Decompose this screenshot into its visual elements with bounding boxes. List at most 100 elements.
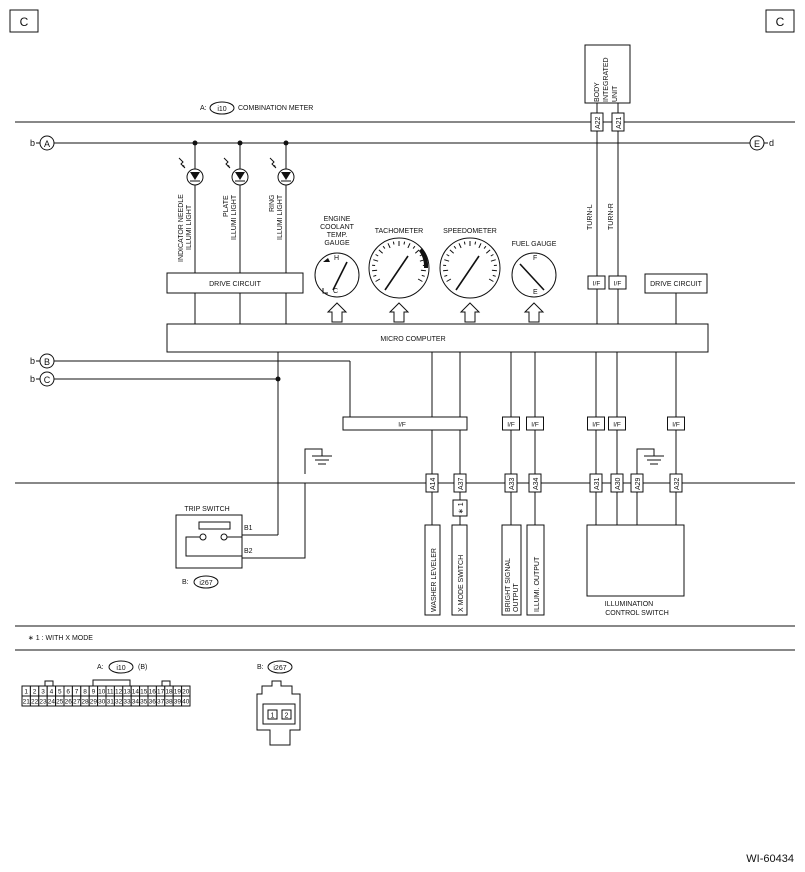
- light-label-ring: RING ILLUMI LIGHT: [269, 194, 284, 240]
- if-a30: I/F: [608, 352, 626, 474]
- figure-id: WI-60434: [746, 853, 794, 865]
- led-plate: [223, 143, 249, 273]
- svg-text:33: 33: [123, 699, 131, 706]
- pin-a-37: 37: [155, 695, 166, 707]
- if-a32: I/F: [667, 352, 685, 474]
- svg-text:TRIP SWITCH: TRIP SWITCH: [184, 506, 229, 513]
- svg-text:A30: A30: [615, 477, 622, 490]
- micro-computer: MICRO COMPUTER: [166, 323, 709, 353]
- svg-text:34: 34: [132, 699, 140, 706]
- pin-a30: A30: [610, 473, 624, 493]
- svg-text:b: b: [30, 374, 35, 384]
- pin-a-7: 7: [71, 685, 82, 697]
- fuel-gauge: FUEL GAUGE F E: [511, 241, 557, 298]
- svg-text:38: 38: [165, 699, 173, 706]
- pin-a-3: 3: [38, 685, 48, 697]
- svg-text:CONTROL SWITCH: CONTROL SWITCH: [605, 610, 669, 617]
- terminal-b-c: b C: [30, 371, 55, 387]
- pin-a-27: 27: [71, 695, 82, 707]
- speedometer: SPEEDOMETER: [439, 228, 501, 299]
- drive-circuit-right: DRIVE CIRCUIT: [644, 273, 708, 294]
- svg-text:I/F: I/F: [592, 422, 600, 429]
- svg-text:INTEGRATED: INTEGRATED: [603, 57, 610, 102]
- svg-text:A33: A33: [509, 477, 516, 490]
- svg-text:TEMP.: TEMP.: [327, 232, 348, 239]
- svg-text:24: 24: [48, 699, 56, 706]
- svg-text:I/F: I/F: [507, 422, 515, 429]
- svg-text:TURN-L: TURN-L: [587, 204, 594, 230]
- svg-text:C: C: [44, 375, 51, 385]
- illumination-control-switch: ILLUMINATION CONTROL SWITCH: [586, 524, 685, 617]
- svg-text:5: 5: [58, 689, 62, 696]
- svg-text:I/F: I/F: [614, 281, 622, 288]
- svg-text:30: 30: [98, 699, 106, 706]
- svg-text:12: 12: [115, 689, 123, 696]
- pin-a-30: 30: [97, 695, 107, 707]
- pin-a-36: 36: [147, 695, 157, 707]
- svg-text:I/F: I/F: [531, 422, 539, 429]
- pin-a31: A31: [589, 473, 603, 493]
- pin-a-29: 29: [88, 695, 99, 707]
- pin-a14: A14: [425, 473, 439, 493]
- svg-text:20: 20: [182, 689, 190, 696]
- svg-text:b: b: [30, 356, 35, 366]
- svg-text:BRIGHT SIGNAL: BRIGHT SIGNAL: [505, 558, 512, 612]
- pin-a-38: 38: [164, 695, 174, 707]
- svg-text:A37: A37: [458, 477, 465, 490]
- svg-text:ILLUMI LIGHT: ILLUMI LIGHT: [186, 204, 193, 250]
- pin-a-32: 32: [113, 695, 124, 707]
- svg-text:SPEEDOMETER: SPEEDOMETER: [443, 228, 497, 235]
- svg-text:36: 36: [149, 699, 157, 706]
- svg-text:INDICATOR NEEDLE: INDICATOR NEEDLE: [178, 194, 185, 262]
- svg-text:27: 27: [73, 699, 81, 706]
- pin-a29: A29: [630, 473, 644, 493]
- svg-text:1: 1: [271, 713, 275, 720]
- footnote-x-mode: ∗ 1 : WITH X MODE: [28, 635, 93, 642]
- pin-a-31: 31: [105, 695, 115, 707]
- washer-leveler-output: WASHER LEVELER: [424, 524, 441, 616]
- led-indicator-needle: [178, 143, 204, 273]
- drive-circuit-left: DRIVE CIRCUIT: [166, 272, 304, 294]
- svg-text:19: 19: [174, 689, 182, 696]
- pin-a32: A32: [669, 473, 683, 493]
- pin-a-26: 26: [63, 695, 73, 707]
- svg-text:29: 29: [90, 699, 98, 706]
- terminal-e-d: E d: [749, 135, 774, 151]
- combination-meter-connector-label: A: i10 COMBINATION METER: [200, 101, 313, 115]
- svg-text:E: E: [533, 289, 538, 296]
- svg-text:6: 6: [66, 689, 70, 696]
- svg-text:A21: A21: [616, 116, 623, 129]
- pin-a22: A22: [590, 112, 604, 132]
- svg-text:GAUGE: GAUGE: [324, 240, 350, 247]
- svg-text:A:: A:: [97, 664, 104, 671]
- pin-a37: A37: [453, 473, 467, 493]
- svg-text:15: 15: [140, 689, 148, 696]
- svg-text:A32: A32: [674, 477, 681, 490]
- connector-b-label: B: i267: [257, 660, 293, 674]
- svg-text:3: 3: [41, 689, 45, 696]
- connector-a-label: A: i10 (B): [97, 660, 147, 674]
- svg-text:13: 13: [123, 689, 131, 696]
- svg-text:B2: B2: [244, 548, 253, 555]
- svg-text:RING: RING: [269, 195, 276, 213]
- pin-a-28: 28: [80, 695, 90, 707]
- svg-text:I/F: I/F: [593, 281, 601, 288]
- pin-a-8: 8: [80, 685, 90, 697]
- svg-text:B:: B:: [182, 579, 189, 586]
- pin-a-22: 22: [29, 695, 40, 707]
- trip-switch: TRIP SWITCH B1 B2: [175, 506, 253, 569]
- gauge-drive-arrows: [326, 302, 545, 323]
- pin-a-4: 4: [46, 685, 57, 697]
- svg-text:4: 4: [50, 689, 54, 696]
- svg-text:21: 21: [23, 699, 31, 706]
- svg-text:WASHER LEVELER: WASHER LEVELER: [431, 548, 438, 612]
- svg-text:C: C: [20, 15, 29, 29]
- svg-text:37: 37: [157, 699, 165, 706]
- svg-text:16: 16: [149, 689, 157, 696]
- svg-text:MICRO COMPUTER: MICRO COMPUTER: [380, 336, 445, 343]
- pin-a-9: 9: [88, 685, 99, 697]
- pin-a-1: 1: [21, 685, 31, 697]
- illumination-leds: [178, 143, 295, 273]
- svg-text:7: 7: [75, 689, 79, 696]
